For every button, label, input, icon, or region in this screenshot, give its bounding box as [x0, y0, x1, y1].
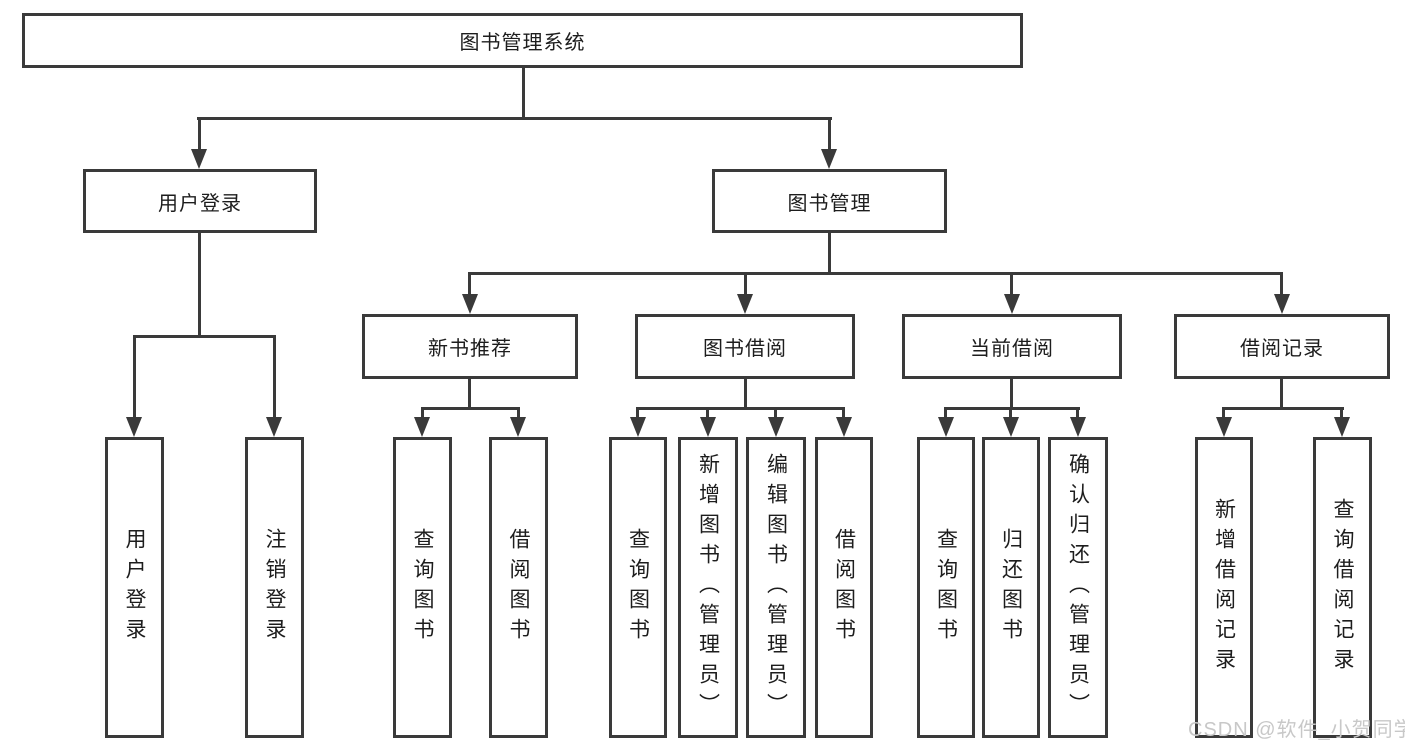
- connector-line: [133, 335, 276, 338]
- arrow-down-icon: [737, 294, 753, 314]
- connector-line: [273, 335, 276, 421]
- node-label: 图书管理: [787, 192, 872, 215]
- node-label: 新增借阅记录: [1212, 497, 1236, 678]
- arrow-down-icon: [1004, 294, 1020, 314]
- connector-line: [1222, 407, 1344, 410]
- connector-line: [842, 407, 845, 421]
- arrow-down-icon: [266, 417, 282, 437]
- leaf-logout-login: 注销登录: [245, 437, 304, 738]
- node-label: 归还图书: [999, 527, 1023, 648]
- arrow-down-icon: [821, 149, 837, 169]
- node-label: 用户登录: [123, 527, 146, 648]
- node-user-login: 用户登录: [83, 169, 317, 233]
- node-label: 查询图书: [626, 527, 650, 648]
- arrow-down-icon: [1334, 417, 1350, 437]
- connector-line: [636, 407, 845, 410]
- connector-line: [421, 407, 520, 410]
- connector-line: [1280, 272, 1283, 297]
- watermark: CSDN @软件_小贺同学: [1188, 719, 1405, 741]
- node-label: 编辑图书（管理员）: [764, 452, 788, 723]
- node-label: 借阅记录: [1240, 338, 1324, 360]
- connector-line: [522, 68, 525, 117]
- connector-line: [198, 117, 201, 151]
- node-borrowing-records: 借阅记录: [1174, 314, 1390, 379]
- arrow-down-icon: [1216, 417, 1232, 437]
- arrow-down-icon: [938, 417, 954, 437]
- arrow-down-icon: [126, 417, 142, 437]
- connector-line: [133, 335, 136, 421]
- arrow-down-icon: [1003, 417, 1019, 437]
- leaf-query-books-current: 查询图书: [917, 437, 975, 738]
- connector-line: [1280, 379, 1283, 407]
- node-label: 图书借阅: [703, 338, 787, 360]
- leaf-return-books: 归还图书: [982, 437, 1040, 738]
- connector-line: [744, 272, 747, 297]
- connector-line: [1076, 407, 1079, 421]
- node-label: 借阅图书: [832, 527, 856, 648]
- leaf-query-books-borrowing: 查询图书: [609, 437, 667, 738]
- arrow-down-icon: [768, 417, 784, 437]
- connector-line: [1340, 407, 1343, 421]
- connector-line: [421, 407, 424, 421]
- leaf-confirm-return-admin: 确认归还（管理员）: [1048, 437, 1108, 738]
- leaf-add-books-admin: 新增图书（管理员）: [678, 437, 738, 738]
- connector-line: [468, 272, 471, 297]
- connector-line: [468, 379, 471, 407]
- arrow-down-icon: [462, 294, 478, 314]
- connector-line: [1010, 272, 1013, 297]
- node-label: 新增图书（管理员）: [696, 452, 720, 723]
- node-label: 查询图书: [934, 527, 958, 648]
- node-book-management: 图书管理: [712, 169, 947, 233]
- node-label: 查询借阅记录: [1331, 497, 1354, 678]
- connector-line: [774, 407, 777, 421]
- leaf-borrow-books-borrowing: 借阅图书: [815, 437, 873, 738]
- connector-line: [197, 117, 832, 120]
- connector-line: [1222, 407, 1225, 421]
- leaf-borrow-books-recommend: 借阅图书: [489, 437, 548, 738]
- node-label: 当前借阅: [970, 338, 1054, 360]
- leaf-query-books-recommend: 查询图书: [393, 437, 452, 738]
- connector-line: [828, 117, 831, 151]
- leaf-edit-books-admin: 编辑图书（管理员）: [746, 437, 806, 738]
- node-label: 图书管理系统: [459, 32, 586, 54]
- leaf-query-borrow-record: 查询借阅记录: [1313, 437, 1372, 738]
- connector-line: [1009, 407, 1012, 421]
- connector-line: [706, 407, 709, 421]
- node-label: 借阅图书: [507, 527, 530, 648]
- connector-line: [198, 233, 201, 335]
- connector-line: [636, 407, 639, 421]
- arrow-down-icon: [700, 417, 716, 437]
- node-root: 图书管理系统: [22, 13, 1023, 68]
- arrow-down-icon: [630, 417, 646, 437]
- node-label: 注销登录: [263, 527, 286, 648]
- node-new-book-recommend: 新书推荐: [362, 314, 578, 379]
- connector-line: [517, 407, 520, 421]
- connector-line: [944, 407, 1080, 410]
- leaf-add-borrow-record: 新增借阅记录: [1195, 437, 1253, 738]
- leaf-user-login: 用户登录: [105, 437, 164, 738]
- connector-line: [944, 407, 947, 421]
- arrow-down-icon: [191, 149, 207, 169]
- arrow-down-icon: [414, 417, 430, 437]
- arrow-down-icon: [836, 417, 852, 437]
- node-book-borrowing: 图书借阅: [635, 314, 855, 379]
- arrow-down-icon: [1274, 294, 1290, 314]
- node-label: 用户登录: [158, 192, 242, 215]
- node-label: 查询图书: [411, 527, 434, 648]
- connector-line: [1010, 379, 1013, 407]
- connector-line: [744, 379, 747, 407]
- arrow-down-icon: [1070, 417, 1086, 437]
- connector-line: [468, 272, 1283, 275]
- node-label: 确认归还（管理员）: [1066, 452, 1090, 723]
- connector-line: [828, 233, 831, 272]
- arrow-down-icon: [510, 417, 526, 437]
- node-current-borrowing: 当前借阅: [902, 314, 1122, 379]
- node-label: 新书推荐: [428, 338, 512, 360]
